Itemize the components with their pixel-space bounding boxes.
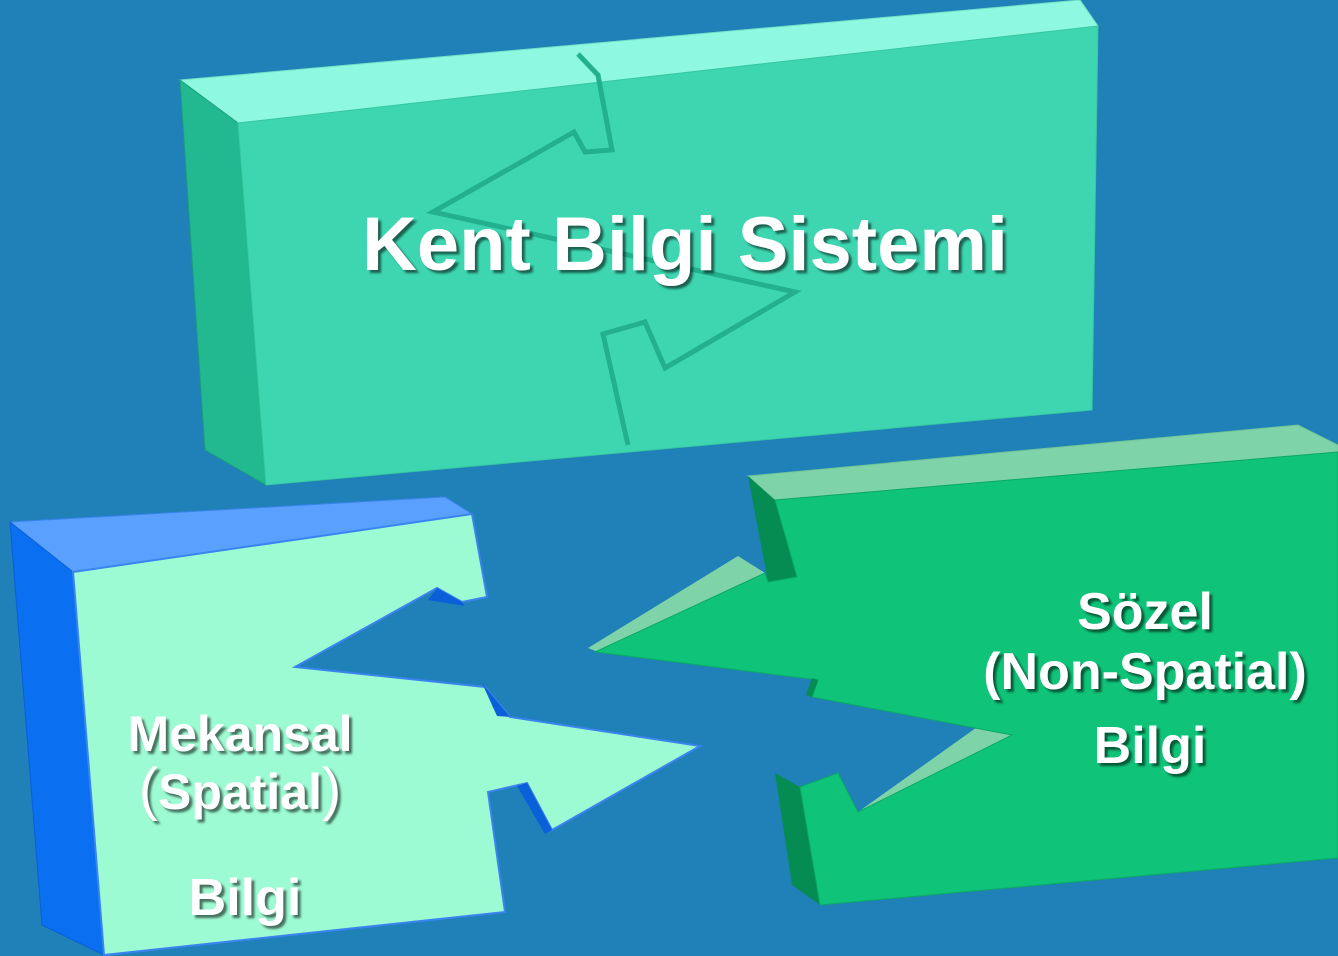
right-piece-line1: Sözel (1077, 583, 1213, 641)
left-piece-label: Mekansal (Spatial) (90, 706, 390, 820)
right-piece-line2: (Non-Spatial) (983, 643, 1307, 701)
right-piece (588, 424, 1338, 906)
right-piece-front-face (593, 451, 1338, 906)
top-block (178, 0, 1099, 486)
left-piece-line2: (Spatial) (90, 761, 390, 821)
left-piece-notch-wall-upper (428, 588, 465, 606)
left-piece-line2-text: Spatial (158, 764, 322, 820)
left-piece (8, 496, 704, 956)
left-paren-close: ) (321, 757, 342, 822)
right-piece-line3: Bilgi (1093, 717, 1207, 775)
left-piece-line1: Mekansal (127, 706, 353, 762)
right-piece-notch-ledge-upper (588, 556, 765, 652)
left-paren-open: ( (138, 757, 159, 822)
right-piece-label: Sözel (Non-Spatial) (955, 582, 1335, 702)
top-block-seam (426, 52, 802, 446)
right-piece-notch-ledge-lower (858, 725, 1012, 812)
right-piece-side-face-lower (775, 773, 820, 905)
right-piece-socket-wall (806, 678, 818, 697)
left-piece-notch-wall-middle (482, 683, 510, 717)
top-block-front-face (237, 25, 1099, 486)
right-piece-side-face-upper (748, 476, 797, 582)
block-title-label: Kent Bilgi Sistemi (361, 202, 1009, 287)
left-piece-line3: Bilgi (188, 869, 302, 927)
left-piece-notch-wall-lower (517, 783, 552, 834)
